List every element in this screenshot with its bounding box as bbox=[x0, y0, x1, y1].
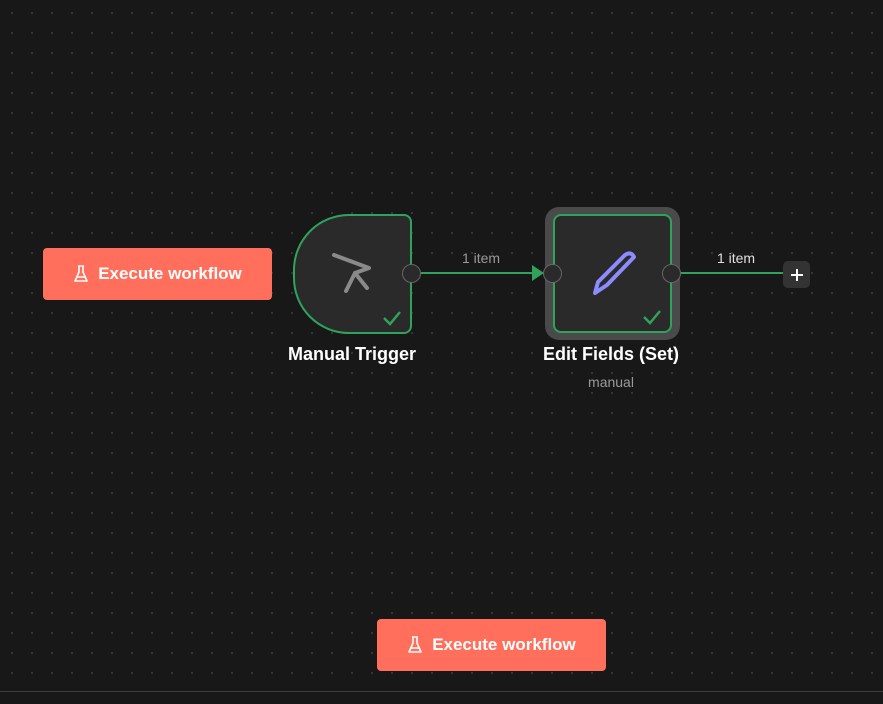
pencil-icon bbox=[593, 251, 636, 295]
cursor-icon bbox=[332, 253, 371, 293]
execute-workflow-button[interactable]: Execute workflow bbox=[43, 248, 272, 300]
add-node-button[interactable] bbox=[783, 261, 810, 288]
execute-workflow-label: Execute workflow bbox=[98, 264, 242, 283]
edit-fields-title: Edit Fields (Set) bbox=[542, 344, 680, 364]
execute-workflow-label: Execute workflow bbox=[432, 635, 576, 654]
bottom-panel-divider[interactable] bbox=[0, 691, 883, 704]
edge-label: 1 item bbox=[461, 250, 501, 266]
flask-icon bbox=[408, 636, 422, 653]
edit-fields-node[interactable] bbox=[553, 214, 672, 333]
manual-trigger-output-handle[interactable] bbox=[402, 264, 421, 283]
edge-label: 1 item bbox=[716, 250, 756, 266]
plus-icon bbox=[790, 268, 803, 281]
edge-trigger-to-edit[interactable] bbox=[421, 272, 536, 274]
edit-fields-output-handle[interactable] bbox=[662, 264, 681, 283]
edge-arrow-icon bbox=[532, 265, 544, 281]
success-check-icon bbox=[383, 311, 401, 326]
edit-fields-subtitle: manual bbox=[588, 374, 634, 390]
success-check-icon bbox=[643, 310, 661, 325]
manual-trigger-node[interactable] bbox=[293, 214, 412, 334]
edge-edit-to-add[interactable] bbox=[681, 272, 784, 274]
edit-fields-input-handle[interactable] bbox=[543, 264, 562, 283]
manual-trigger-title: Manual Trigger bbox=[287, 344, 417, 364]
execute-workflow-button-bottom[interactable]: Execute workflow bbox=[377, 619, 606, 671]
flask-icon bbox=[74, 265, 88, 282]
